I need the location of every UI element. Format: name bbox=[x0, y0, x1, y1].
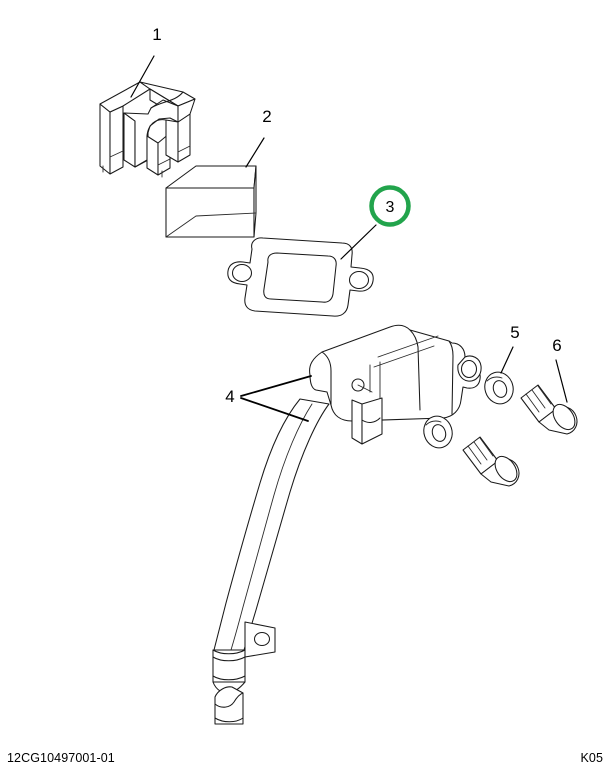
callout-number-4: 4 bbox=[225, 387, 234, 406]
leader-line-6 bbox=[555, 359, 568, 403]
callout-number-1: 1 bbox=[152, 25, 161, 44]
bolt-lower bbox=[462, 436, 520, 487]
sheet-code: K05 bbox=[580, 751, 603, 765]
highlight-ring-3 bbox=[369, 185, 411, 227]
callout-number-5: 5 bbox=[510, 323, 519, 342]
part-u-clip-retainer bbox=[99, 55, 196, 178]
leader-line-5 bbox=[500, 346, 514, 374]
washer-lower bbox=[423, 415, 453, 449]
washer-upper bbox=[484, 371, 514, 405]
callout-number-6: 6 bbox=[552, 336, 561, 355]
callout-number-2: 2 bbox=[262, 107, 271, 126]
callout-number-3: 3 bbox=[386, 199, 395, 216]
leader-line-1 bbox=[130, 55, 155, 98]
leader-line-4a bbox=[240, 375, 312, 397]
leader-line-2 bbox=[245, 137, 265, 168]
drawing-number: 12CG10497001-01 bbox=[7, 751, 115, 765]
part-bolts bbox=[462, 359, 578, 487]
bolt-upper bbox=[520, 384, 578, 435]
leader-line-4b bbox=[240, 397, 309, 422]
part-rectangular-block bbox=[165, 137, 265, 238]
part-gasket-flange-plate bbox=[227, 185, 411, 317]
leader-line-3 bbox=[340, 224, 377, 260]
part-housing-assembly bbox=[212, 324, 482, 725]
callout-numbers: 1 2 3 4 5 6 bbox=[152, 25, 561, 406]
part-washers bbox=[423, 346, 514, 449]
